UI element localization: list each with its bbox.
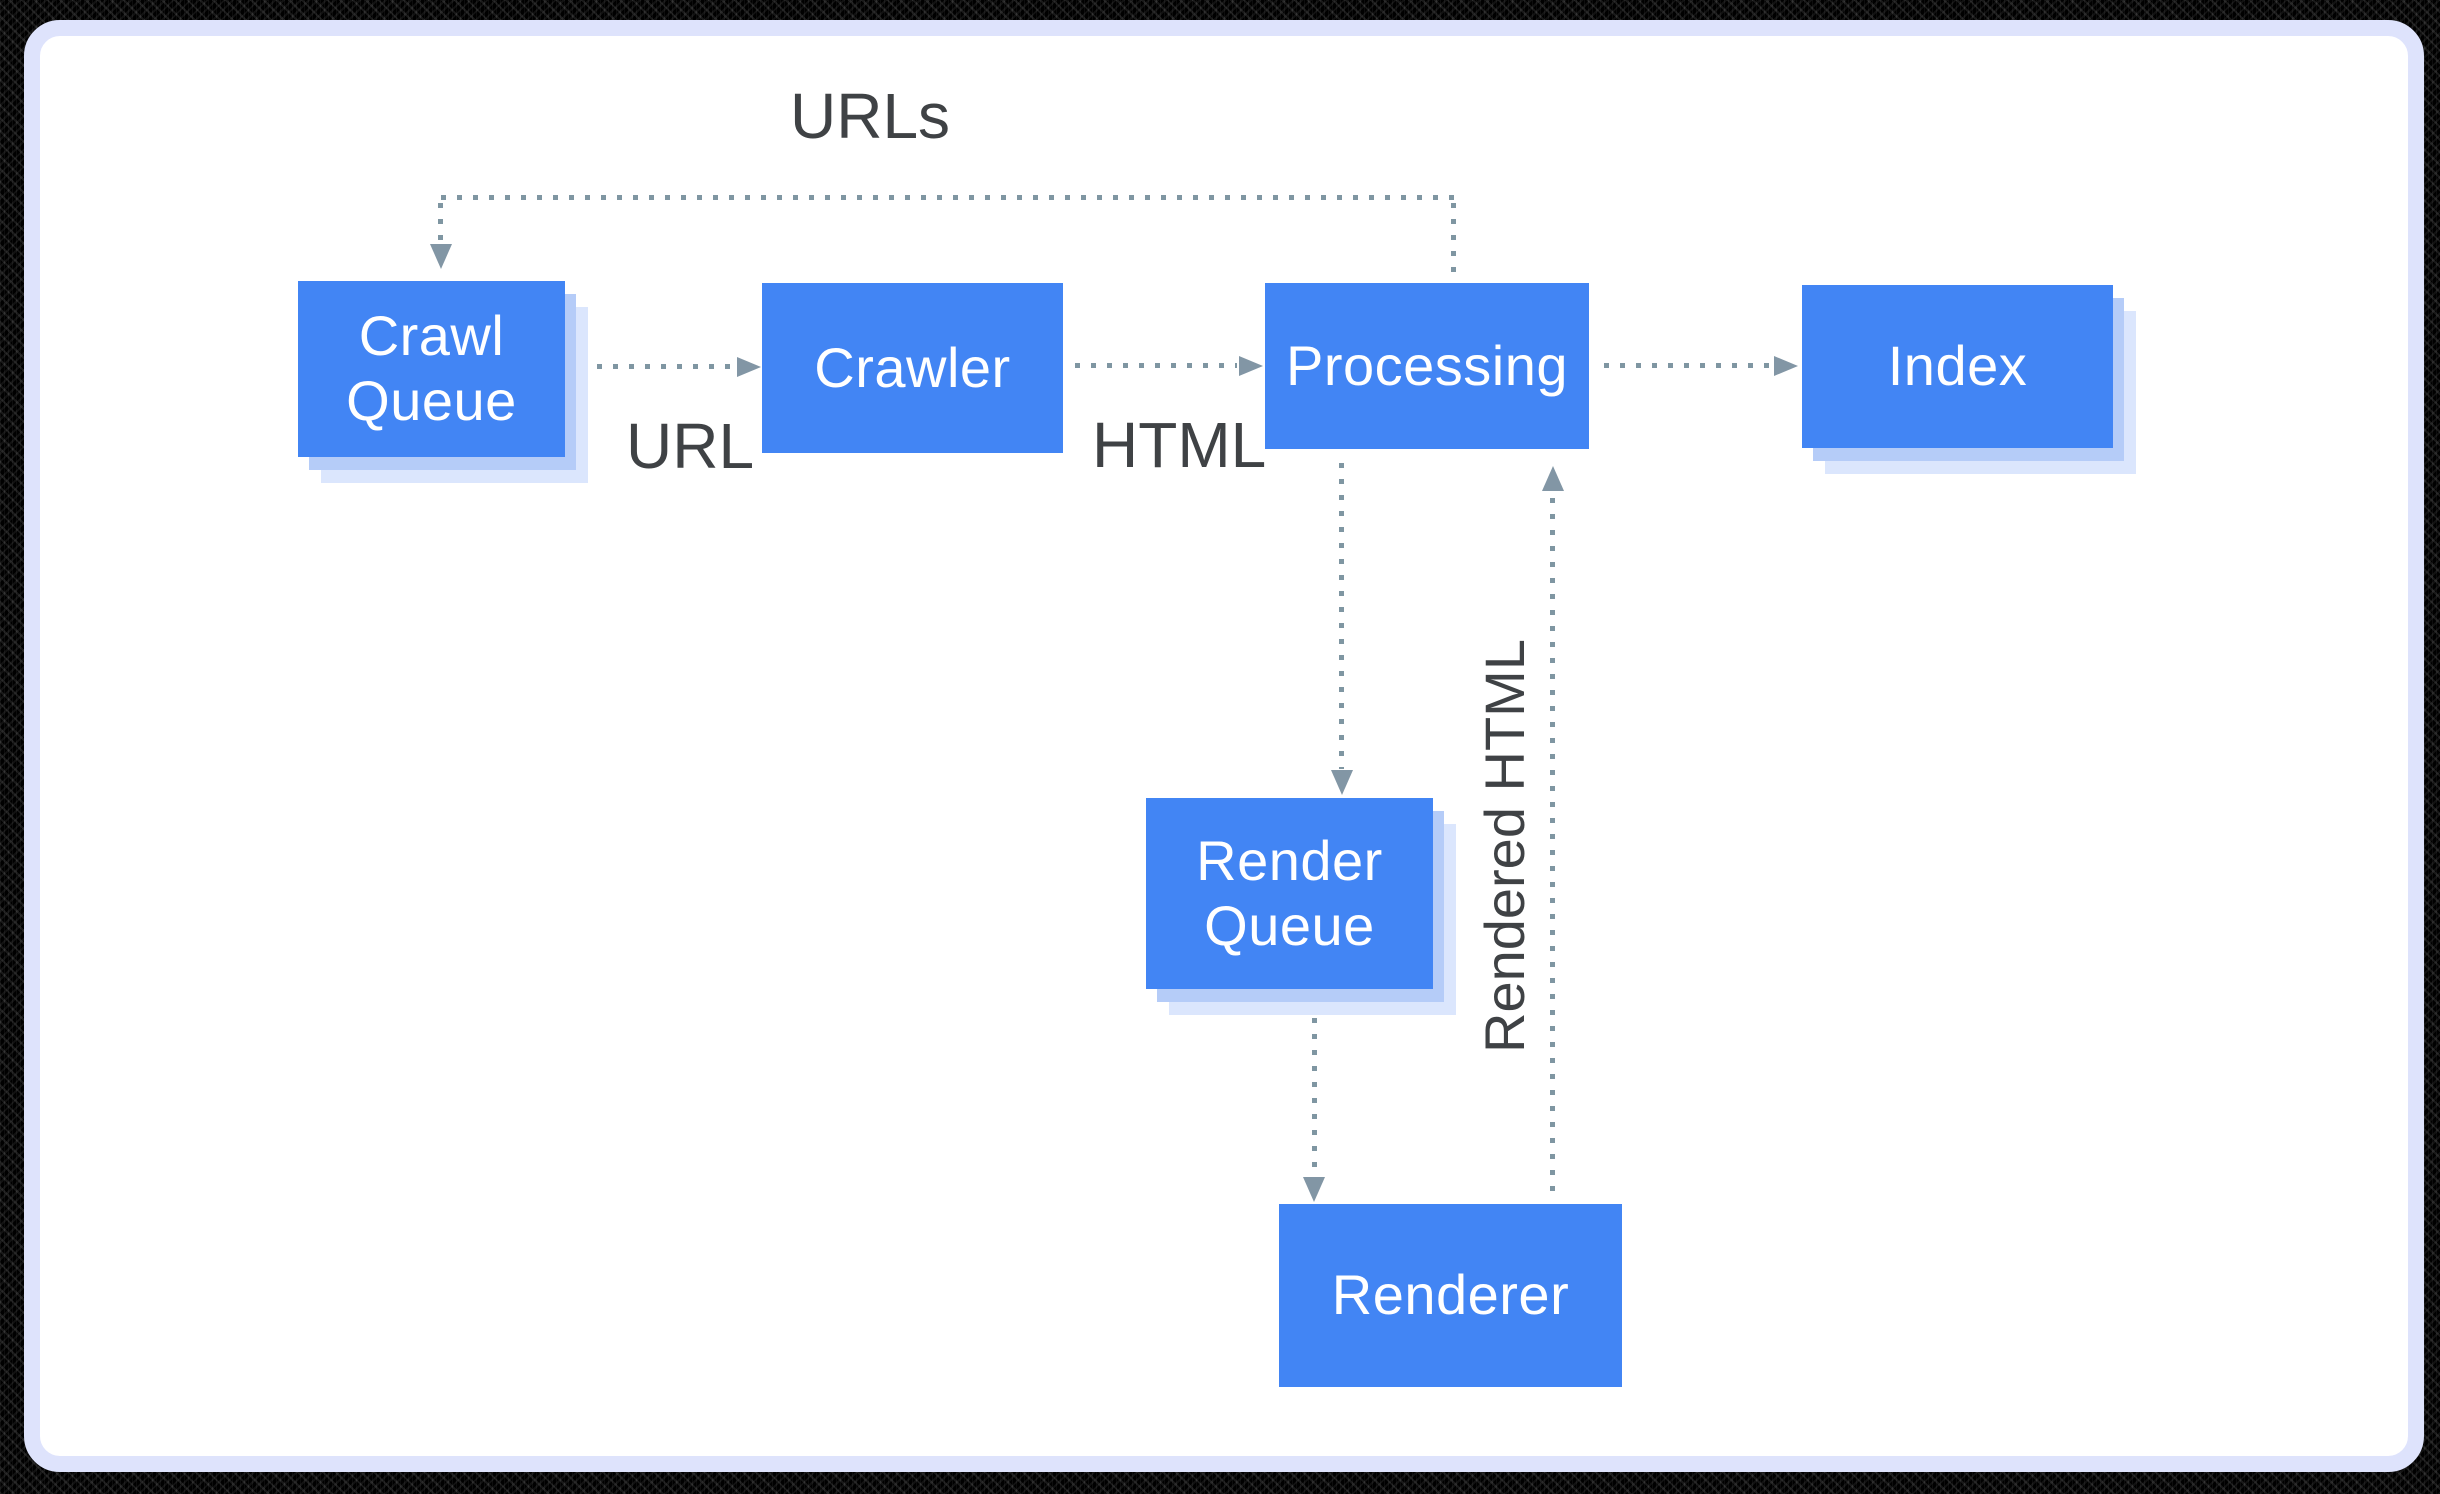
node-renderer: Renderer [1279, 1204, 1622, 1387]
connector-renderer-to-processing [1550, 498, 1555, 1200]
arrow-right-into-index-icon [1774, 356, 1798, 376]
arrow-right-into-crawler-icon [737, 357, 761, 377]
node-processing: Processing [1265, 283, 1589, 449]
node-index-label: Index [1887, 334, 2028, 398]
edge-label-url: URL [626, 410, 755, 482]
arrow-down-into-crawl-queue-icon [430, 244, 452, 269]
node-render-queue: Render Queue [1146, 798, 1433, 989]
arrow-down-into-renderer-icon [1303, 1177, 1325, 1202]
connector-processing-to-index [1604, 363, 1772, 368]
arrow-up-into-processing-icon [1542, 466, 1564, 491]
arrow-right-into-processing-icon [1239, 356, 1263, 376]
node-crawler: Crawler [762, 283, 1063, 453]
node-crawl-queue-label: Crawl Queue [346, 304, 517, 432]
connector-crawler-to-processing [1075, 363, 1237, 368]
edge-label-rendered-html: Rendered HTML [1473, 639, 1536, 1053]
diagram-frame [24, 20, 2424, 1472]
connector-processing-to-renderqueue [1339, 463, 1344, 769]
node-render-queue-label: Render Queue [1196, 828, 1383, 957]
node-renderer-label: Renderer [1331, 1263, 1570, 1327]
edge-label-html: HTML [1092, 409, 1267, 481]
node-crawl-queue: Crawl Queue [298, 281, 565, 457]
connector-renderqueue-to-renderer [1312, 1002, 1317, 1176]
node-crawler-label: Crawler [814, 335, 1011, 399]
node-processing-label: Processing [1285, 333, 1569, 397]
connector-crawlqueue-to-crawler [597, 364, 735, 369]
arrow-down-into-render-queue-icon [1331, 770, 1353, 795]
node-index: Index [1802, 285, 2113, 448]
connector-processing-to-crawlqueue-top [441, 195, 1454, 200]
connector-processing-to-crawlqueue-left-drop [438, 203, 443, 247]
connector-processing-to-crawlqueue-right-rise [1451, 203, 1456, 281]
edge-label-urls: URLs [790, 80, 951, 152]
